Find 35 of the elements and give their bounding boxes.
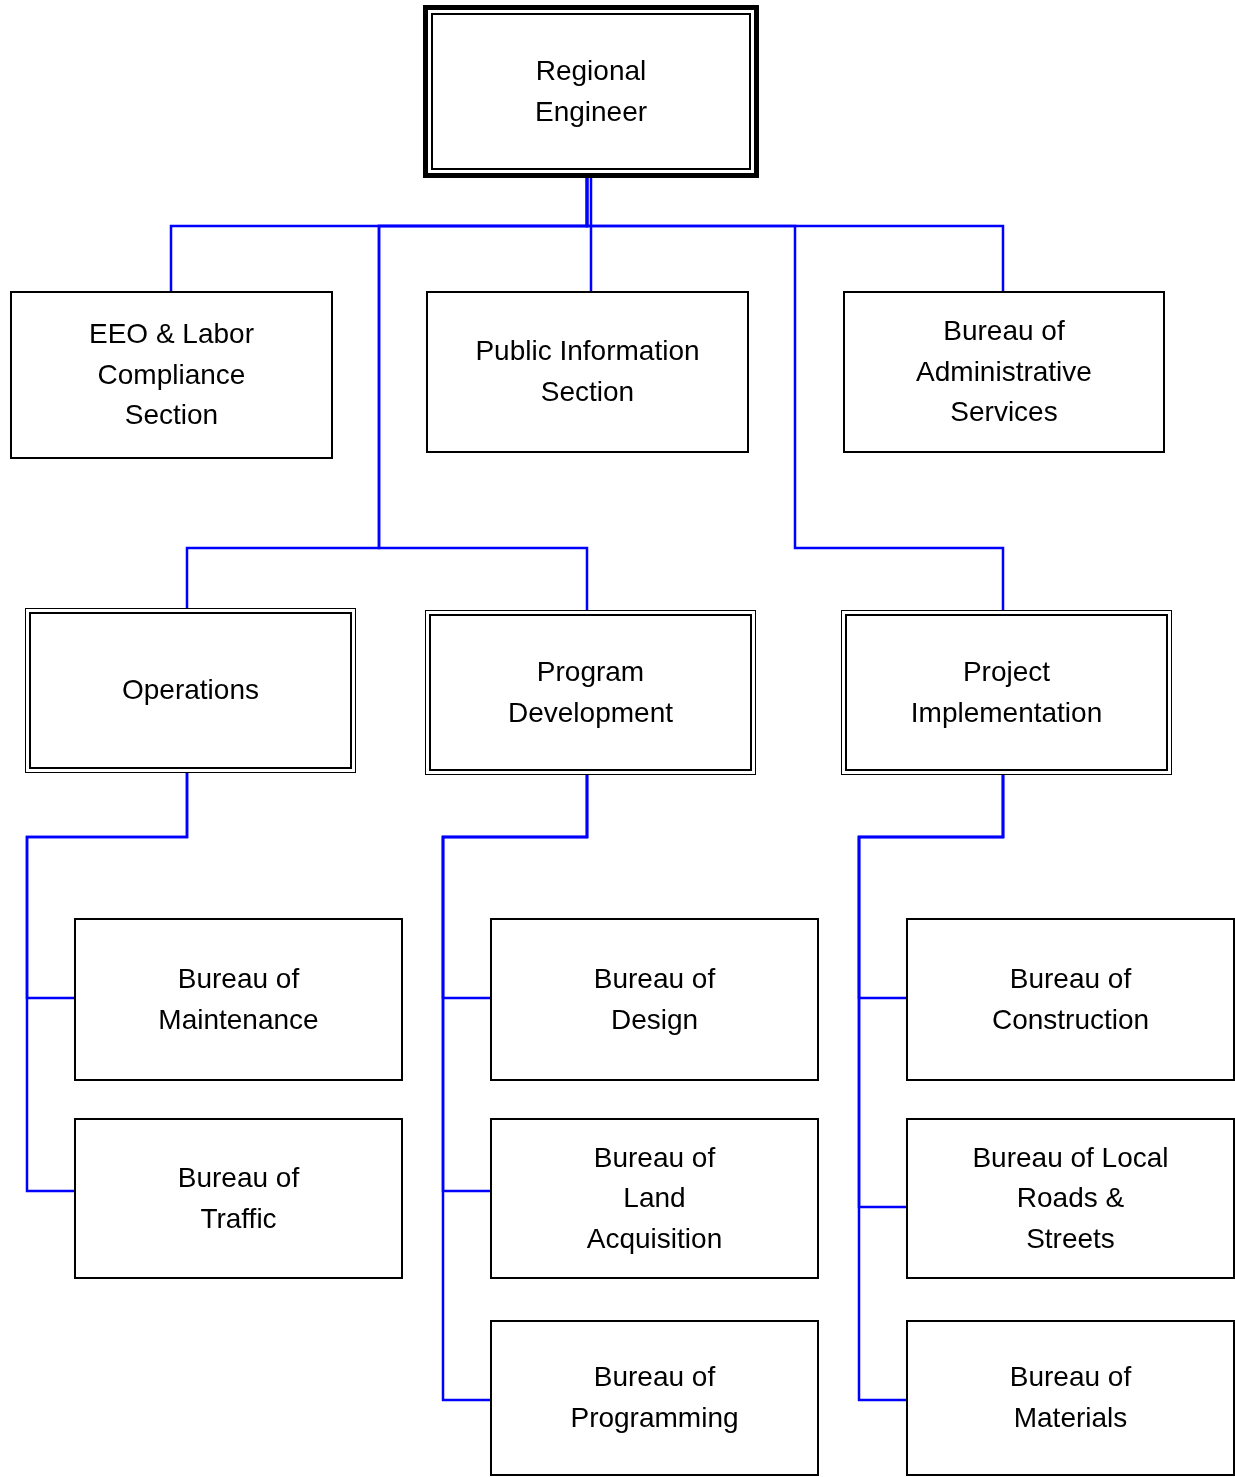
unit-name: Bureau of Local Roads & Streets — [971, 1140, 1170, 1256]
org-box — [490, 918, 819, 1081]
org-box — [74, 1118, 403, 1279]
unit-name: Public Information Section — [474, 334, 701, 409]
org-box — [10, 291, 333, 459]
unit-name: Bureau of Design — [592, 961, 717, 1037]
org-box — [425, 610, 756, 775]
org-box — [74, 918, 403, 1081]
unit-name: Bureau of Administrative Services — [915, 314, 1093, 430]
connector-line — [585, 178, 1005, 610]
org-box — [25, 608, 356, 773]
unit-name: Bureau of Land Acquisition — [585, 1140, 724, 1256]
connector-line — [589, 178, 593, 291]
unit-name: Bureau of Construction — [990, 961, 1151, 1037]
org-box — [490, 1118, 819, 1279]
unit-name: EEO & Labor Compliance Section — [88, 317, 255, 433]
connector-line — [25, 773, 189, 1193]
org-box — [906, 918, 1235, 1081]
unit-name: Operations — [122, 673, 259, 708]
unit-name: Bureau of Traffic — [176, 1160, 301, 1236]
org-box — [426, 291, 749, 453]
unit-name: Bureau of Programming — [569, 1360, 740, 1435]
unit-name: Bureau of Materials — [1008, 1360, 1133, 1435]
unit-name: Regional Engineer — [533, 53, 649, 129]
connector-line — [857, 775, 1005, 1402]
unit-name: Bureau of Maintenance — [157, 961, 320, 1037]
org-box — [490, 1320, 819, 1476]
org-box — [906, 1320, 1235, 1476]
org-box — [423, 5, 759, 178]
connector-line — [441, 775, 589, 1402]
unit-name: Program Development — [507, 654, 674, 730]
org-box — [841, 610, 1172, 775]
unit-name: Project Implementation — [909, 654, 1104, 730]
org-box — [906, 1118, 1235, 1279]
org-box — [843, 291, 1165, 453]
